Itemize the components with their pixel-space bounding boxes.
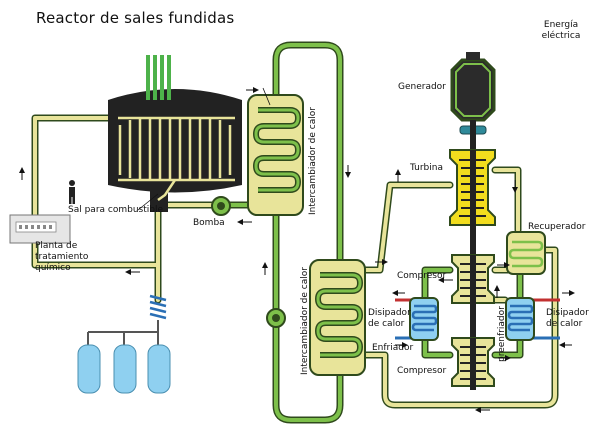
shaft-coupling [459, 120, 487, 150]
turbine-label: Turbina [410, 163, 443, 173]
precooler-label: preenfriador [497, 306, 507, 362]
drain-pipes [87, 320, 159, 345]
heat-exchanger-1-label: Intercambiador de calor [308, 107, 318, 215]
pump [211, 196, 231, 216]
shaft-lower [470, 303, 476, 338]
recuperator-label: Recuperador [528, 222, 586, 232]
leader-lines [137, 87, 271, 211]
control-rods-icon [146, 55, 171, 100]
secondary-salt-loop [226, 41, 344, 424]
compressor-bottom [451, 337, 495, 390]
compressor-top [451, 254, 495, 304]
fuel-salt-label: Sal para combustible [68, 205, 164, 215]
gas-cycle-loop [361, 166, 559, 409]
recuperator [506, 231, 546, 275]
person-silhouette-icon [69, 180, 75, 204]
shaft [470, 225, 476, 255]
heat-exchanger-2 [309, 259, 366, 376]
flow-arrows [19, 87, 575, 413]
heat-exchanger-2-label: Intercambiador de calor [300, 267, 310, 375]
diagram-title: Reactor de sales fundidas [36, 9, 235, 27]
heat-sink-right-label: Disipador de calor [546, 308, 589, 329]
secondary-pump [266, 308, 286, 328]
heat-exchanger-1 [247, 94, 304, 216]
generator [450, 52, 496, 122]
compressor-top-label: Compresor [397, 271, 447, 281]
cooler-label: Enfriador [372, 343, 414, 353]
chemical-plant-label: Planta de tratamiento químico [35, 241, 89, 273]
heat-sink-left [409, 297, 439, 341]
fuel-channels [118, 116, 235, 202]
heat-sink-left-label: Disipador de calor [368, 308, 411, 329]
electric-energy-label: Energía eléctrica [541, 20, 581, 41]
turbine [449, 149, 496, 226]
pump-label: Bomba [193, 218, 225, 228]
storage-tanks [77, 344, 171, 394]
compressor-bottom-label: Compresor [397, 366, 447, 376]
reactor-vessel [108, 55, 242, 212]
heat-sink-right [505, 297, 535, 341]
chemical-treatment-plant [9, 214, 71, 244]
spring-coil-icon [149, 294, 167, 320]
generator-label: Generador [398, 82, 446, 92]
